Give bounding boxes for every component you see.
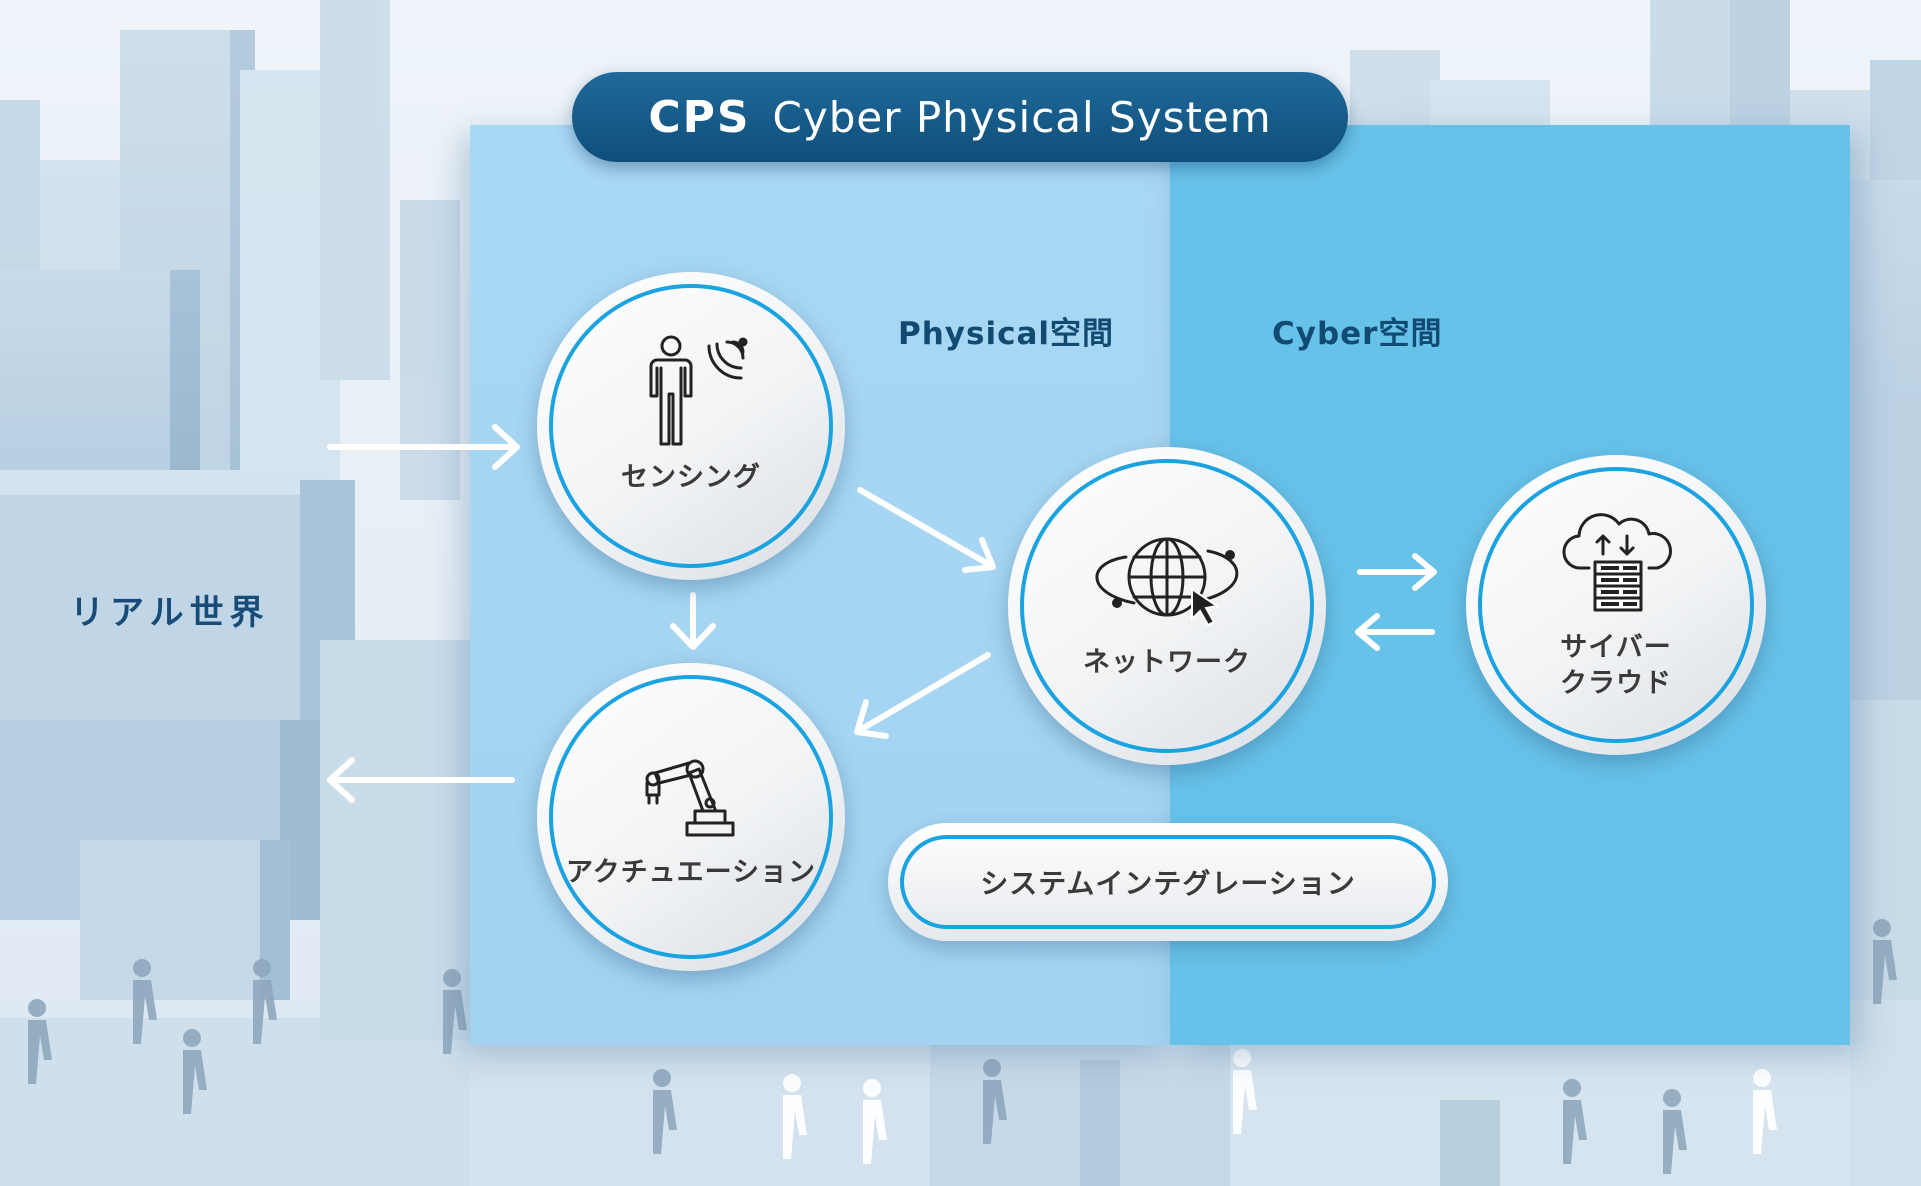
cyber-space-label: Cyber空間 — [1272, 308, 1442, 353]
network-label: ネットワーク — [1008, 645, 1326, 681]
cloud-label-line1: サイバー — [1466, 630, 1766, 666]
robot-arm-icon — [635, 741, 745, 841]
cloud-server-icon — [1561, 510, 1676, 615]
actuation-node: アクチュエーション — [537, 663, 845, 971]
sensing-label: センシング — [537, 460, 845, 496]
cyber-cloud-node: サイバー クラウド — [1466, 455, 1766, 755]
physical-space-label: Physical空間 — [898, 308, 1114, 353]
person-with-signal-icon — [647, 332, 757, 452]
actuation-label: アクチュエーション — [537, 855, 845, 891]
globe-cursor-icon — [1082, 527, 1252, 627]
system-integration-pill: システムインテグレーション — [888, 823, 1448, 941]
title-banner: CPS Cyber Physical System — [572, 72, 1348, 162]
cloud-label-line2: クラウド — [1466, 666, 1766, 702]
sensing-node: センシング — [537, 272, 845, 580]
system-integration-label: システムインテグレーション — [980, 862, 1356, 902]
title-abbr: CPS — [648, 92, 750, 143]
real-world-label: リアル世界 — [70, 585, 270, 634]
title-full: Cyber Physical System — [773, 93, 1272, 142]
network-node: ネットワーク — [1008, 447, 1326, 765]
